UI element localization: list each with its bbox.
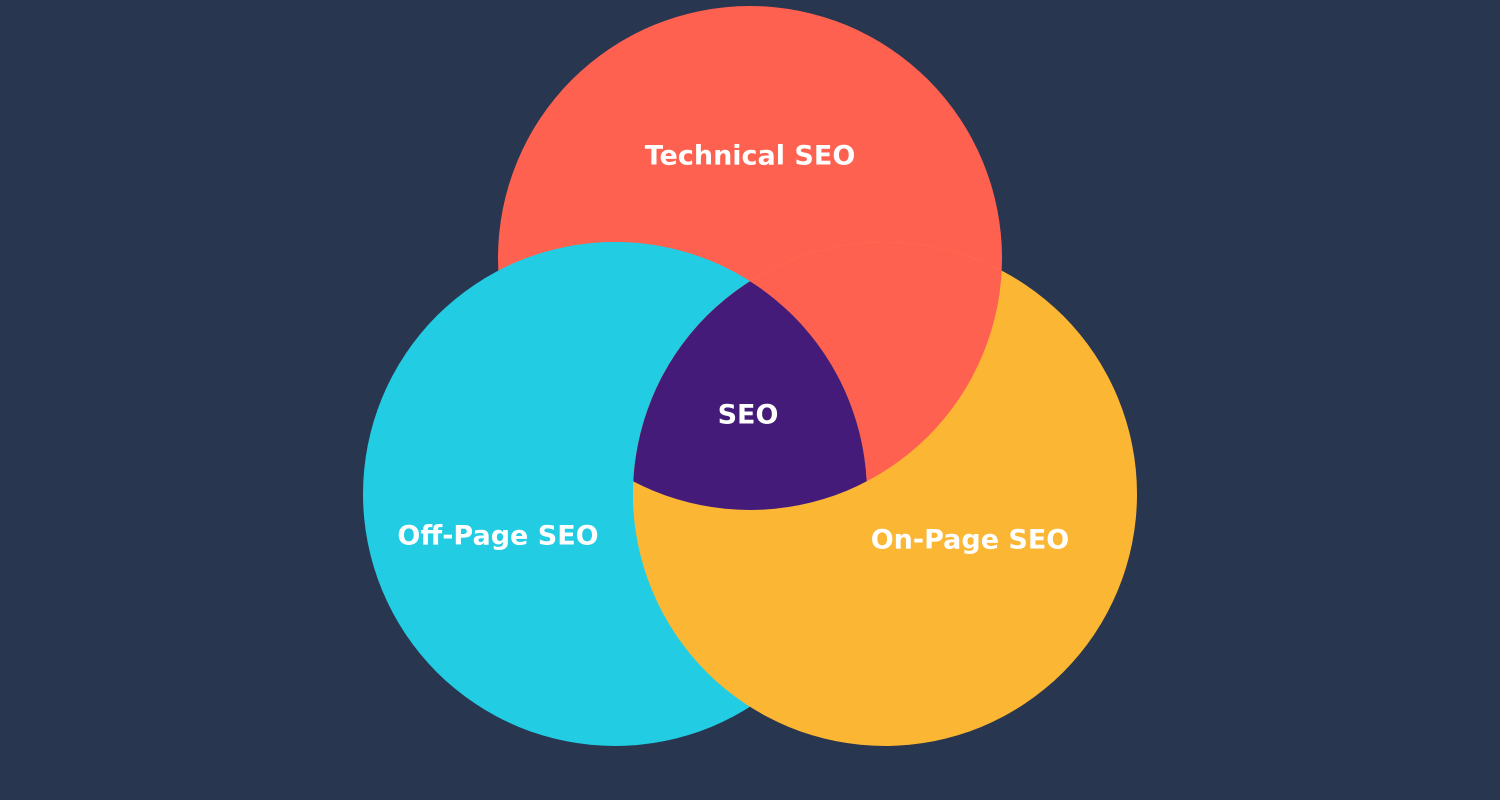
seo-center-label: SEO [718,400,779,431]
off-page-seo-label: Off-Page SEO [397,521,598,552]
on-page-seo-label: On-Page SEO [871,525,1070,556]
technical-seo-label: Technical SEO [645,141,856,172]
seo-center-region [633,242,867,510]
